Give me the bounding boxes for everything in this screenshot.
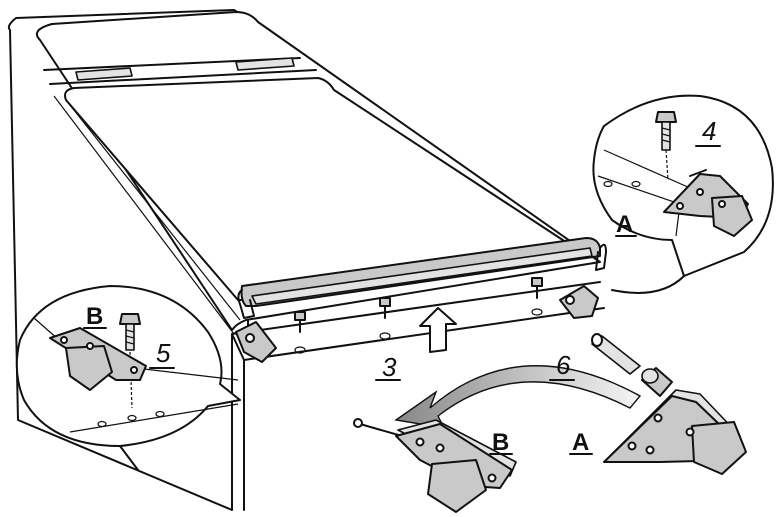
hinge-a-main [603,389,747,475]
step-5-label: 5 [156,338,171,368]
transfer-arrow [394,365,642,429]
part-b-callout-label: B [86,303,103,330]
hinge-bushing [641,367,673,397]
hinge-on-cabinet-left [235,321,277,363]
screw-upper-right [655,111,677,181]
lift-arrow [419,307,457,353]
hinge-pin [591,333,641,375]
hinge-b-callout [49,327,147,391]
screw-left [119,313,141,409]
callout-left [15,285,241,471]
part-b-main-label: B [492,429,509,456]
step-3-label: 3 [382,352,397,382]
step-6-label: 6 [556,350,571,380]
step-4-label: 4 [702,116,716,146]
hinge-a-callout [663,169,753,237]
callout-upper-right [592,94,774,294]
part-a-main-label: A [572,429,589,456]
hinge-cover-bar [237,237,607,354]
hinge-on-cabinet-right [559,285,599,319]
label-group: A B B A 3 4 5 6 [83,116,721,456]
hinge-b-main [353,418,517,513]
part-a-callout-label: A [616,211,633,238]
